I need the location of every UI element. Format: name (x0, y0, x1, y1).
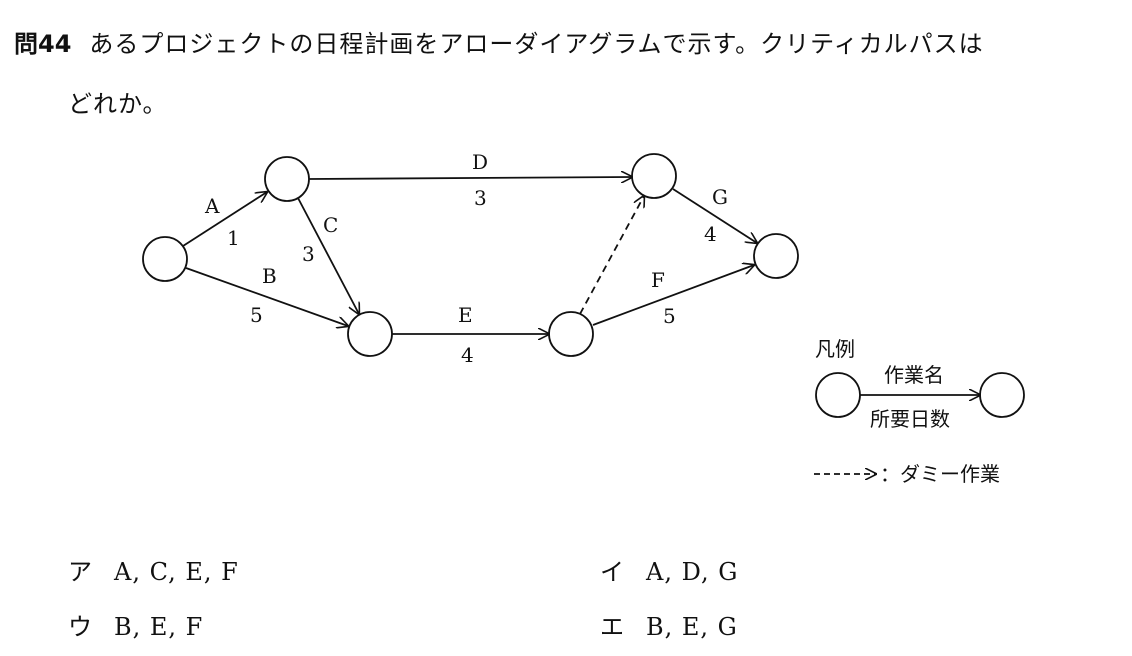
edge-a (182, 192, 267, 247)
choice-u: ウ B, E, F (68, 607, 203, 642)
label-f-name: F (651, 268, 665, 292)
label-c-name: C (323, 213, 338, 237)
edge-d (308, 177, 632, 179)
choice-u-text: B, E, F (114, 613, 204, 641)
choice-e-label: エ (600, 613, 625, 641)
label-a-name: A (204, 194, 220, 218)
label-f-days: 5 (663, 304, 676, 328)
edge-b (185, 267, 348, 326)
legend-node-end (979, 372, 1025, 418)
question-line-1: 問44 あるプロジェクトの日程計画をアローダイアグラムで示す。クリティカルパスは (14, 14, 1124, 74)
question-text-line-2: どれか。 (68, 90, 168, 118)
edge-f (592, 265, 754, 326)
edge-dummy (579, 196, 644, 315)
choice-i-text: A, D, G (646, 558, 739, 586)
choice-a-label: ア (68, 558, 93, 586)
label-d-days: 3 (474, 186, 487, 210)
legend-activity-name: 作業名 (884, 363, 944, 387)
label-b-name: B (262, 264, 277, 288)
label-e-name: E (458, 303, 473, 327)
label-g-days: 4 (704, 222, 717, 246)
label-b-days: 5 (250, 303, 263, 327)
choice-i-label: イ (600, 558, 625, 586)
choice-i: イ A, D, G (600, 552, 738, 587)
legend-dummy-label: ：ダミー作業 (880, 462, 1000, 486)
question-number: 問44 (14, 30, 72, 58)
node-1 (142, 236, 188, 282)
choice-u-label: ウ (68, 613, 93, 641)
node-6 (753, 233, 799, 279)
label-g-name: G (712, 185, 728, 209)
choice-e: エ B, E, G (600, 607, 738, 642)
label-d-name: D (472, 150, 488, 174)
label-a-days: 1 (227, 226, 240, 250)
node-5 (631, 153, 677, 199)
choice-a: ア A, C, E, F (68, 552, 239, 587)
node-2 (264, 156, 310, 202)
legend-required-days: 所要日数 (870, 407, 950, 431)
node-3 (347, 311, 393, 357)
edge-g (672, 188, 757, 243)
choice-a-text: A, C, E, F (114, 558, 239, 586)
question-text-line-1: あるプロジェクトの日程計画をアローダイアグラムで示す。クリティカルパスは (89, 30, 984, 58)
legend-title: 凡例 (815, 337, 855, 361)
choice-e-text: B, E, G (646, 613, 738, 641)
legend-node-start (815, 372, 861, 418)
question-line-2: どれか。 (14, 74, 1124, 134)
edge-c (297, 197, 359, 314)
node-4 (548, 311, 594, 357)
label-e-days: 4 (461, 343, 474, 367)
label-c-days: 3 (302, 242, 315, 266)
